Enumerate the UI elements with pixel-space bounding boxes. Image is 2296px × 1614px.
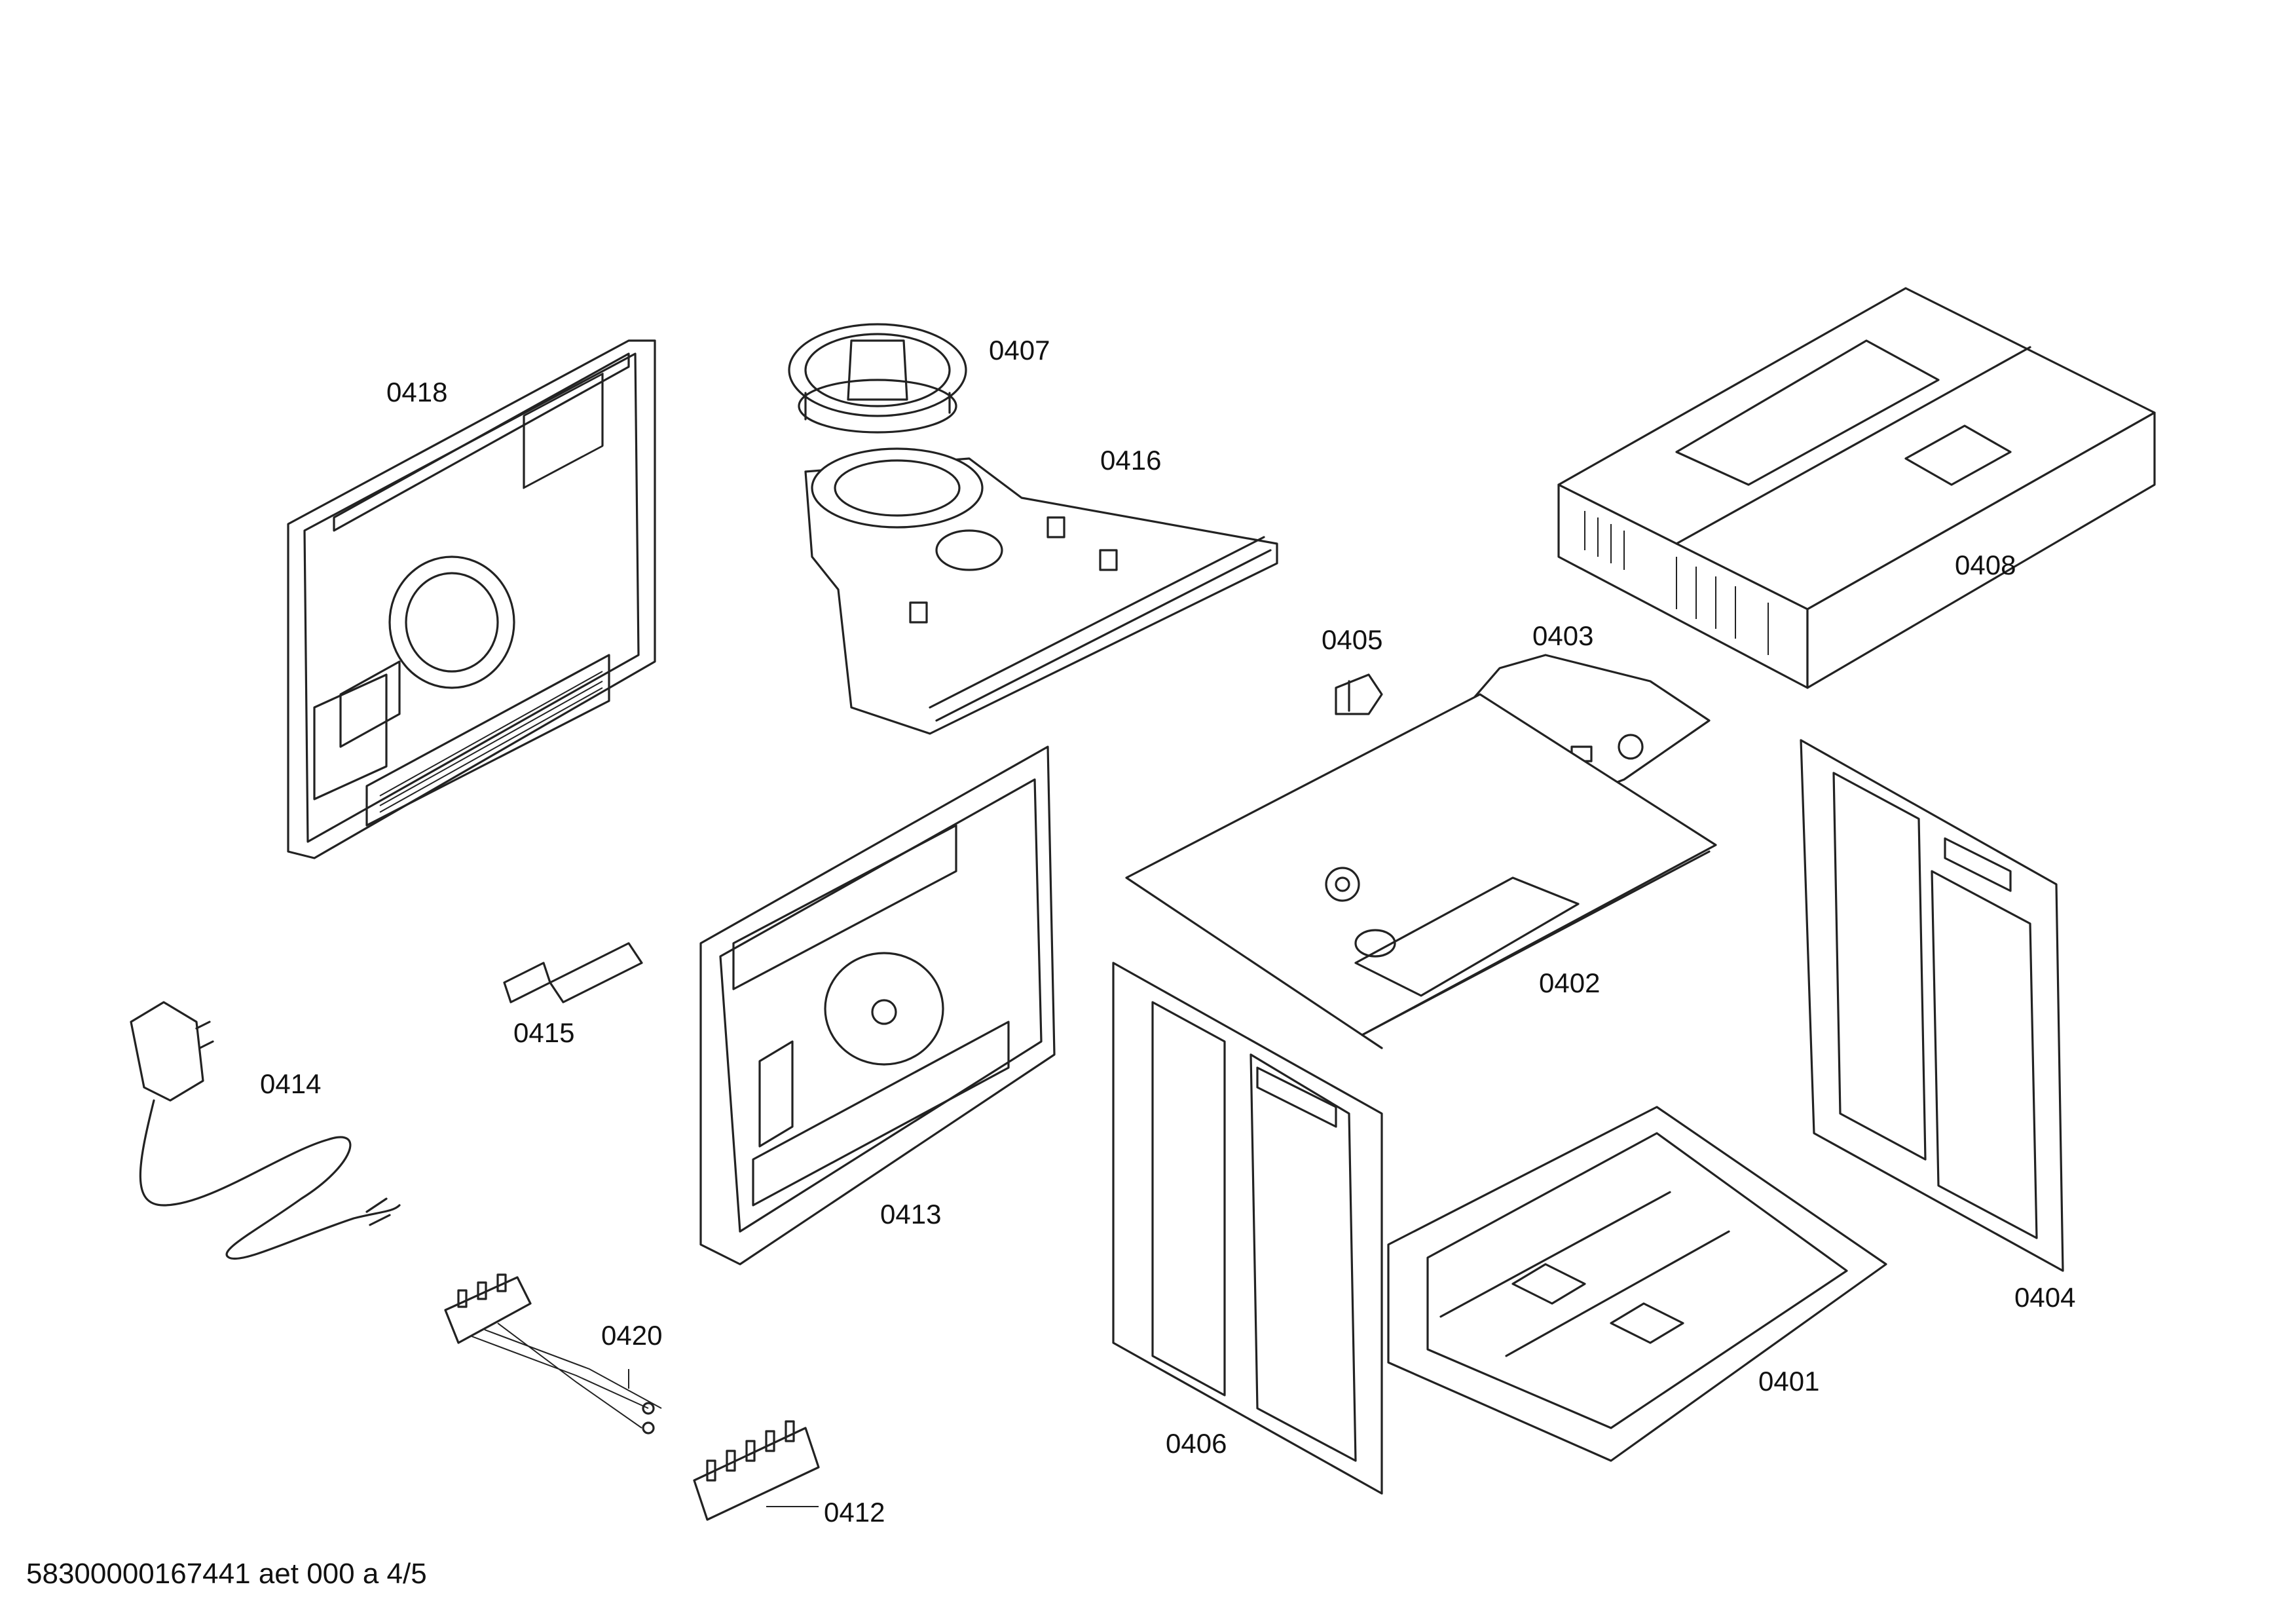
label-0415: 0415 — [513, 1017, 575, 1048]
label-0407: 0407 — [989, 335, 1050, 366]
part-0413-rear-wall — [699, 745, 1056, 1266]
label-0413: 0413 — [880, 1199, 942, 1229]
label-0412: 0412 — [824, 1497, 885, 1528]
part-0407-fan — [788, 323, 967, 434]
part-0416-fan-housing — [804, 447, 1278, 735]
part-0404-side-panel — [1800, 739, 2064, 1272]
label-0408: 0408 — [1955, 550, 2016, 580]
part-0401-base-frame — [1387, 1106, 1887, 1462]
part-0414-power-cord — [130, 1001, 401, 1260]
label-0401: 0401 — [1758, 1366, 1820, 1397]
label-0402: 0402 — [1539, 967, 1601, 998]
part-0405-clip — [1335, 673, 1383, 715]
part-0408-top-cover — [1557, 287, 2156, 689]
label-0406: 0406 — [1166, 1428, 1227, 1459]
label-0416: 0416 — [1100, 445, 1162, 476]
part-0420-terminal-wires — [444, 1273, 662, 1435]
part-0406-side-panel — [1112, 962, 1383, 1495]
label-0405: 0405 — [1322, 624, 1383, 655]
part-0418-rear-panel — [287, 339, 656, 859]
label-0404: 0404 — [2014, 1282, 2076, 1313]
document-reference: 58300000167441 aet 000 a 4/5 — [26, 1558, 427, 1590]
label-0403: 0403 — [1532, 620, 1594, 651]
label-0420: 0420 — [601, 1320, 663, 1351]
part-0415-bracket — [503, 942, 643, 1004]
label-0418: 0418 — [386, 377, 448, 407]
part-0402-bottom-plate — [1125, 693, 1717, 1049]
label-0414: 0414 — [260, 1068, 322, 1099]
part-0412-terminal-block — [693, 1420, 820, 1521]
